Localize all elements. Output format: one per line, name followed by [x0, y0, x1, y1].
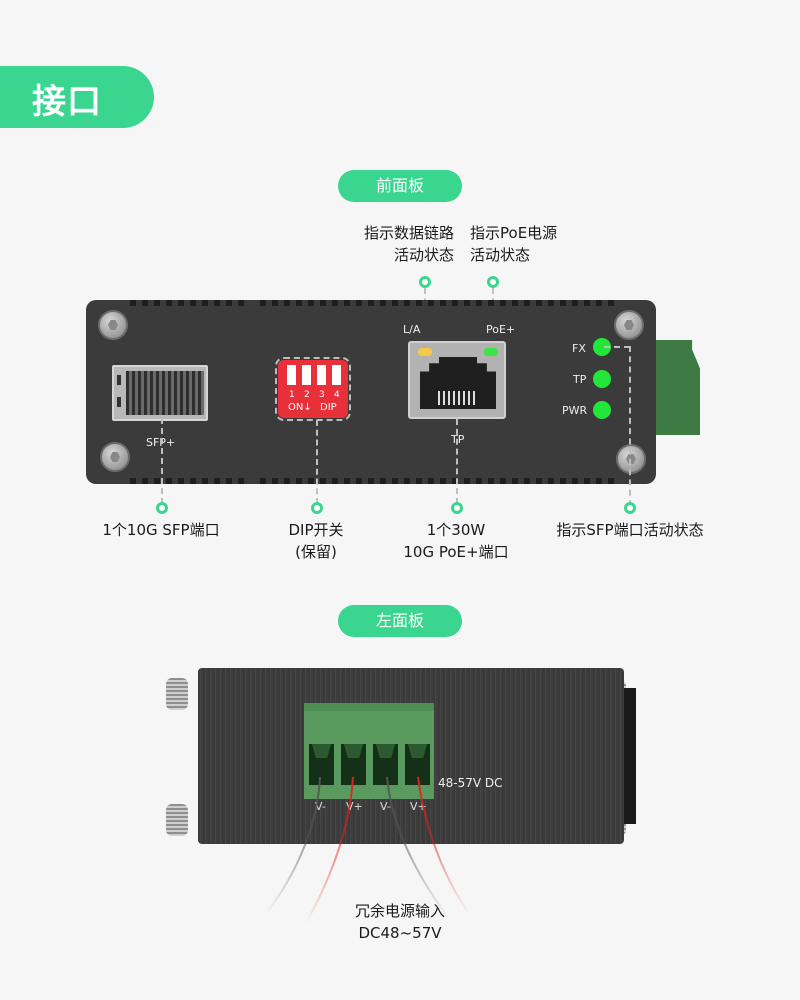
dip-number: 3 [319, 390, 325, 400]
dip-on-label: ON↓ [288, 402, 312, 413]
callout-dot [311, 502, 323, 514]
sfp-latch [117, 375, 121, 385]
dip-toggle-1[interactable] [287, 365, 296, 385]
screw-icon [614, 310, 644, 340]
leader-line [456, 419, 458, 504]
link-activity-led [418, 348, 432, 356]
leader-line [629, 346, 631, 506]
dip-text-label: DIP [320, 402, 337, 413]
heatsink-fins [130, 300, 250, 306]
dip-toggle-4[interactable] [332, 365, 341, 385]
dip-number: 1 [289, 390, 295, 400]
led-label-fx: FX [572, 342, 586, 355]
power-terminal-block[interactable] [304, 703, 434, 799]
callout-sfp-activity: 指示SFP端口活动状态 [556, 521, 704, 539]
dip-number: 2 [304, 390, 310, 400]
rj45-pins [438, 391, 478, 405]
callout-redundant-power: 冗余电源输入 DC48~57V [354, 902, 445, 942]
terminal-slot[interactable] [373, 744, 398, 785]
sfp-cage [126, 371, 204, 415]
knurled-screw [166, 804, 188, 836]
callout-sfp-port: 1个10G SFP端口 [102, 521, 220, 539]
callout-dip-switch: DIP开关 (保留) [288, 521, 344, 561]
led-label-pwr: PWR [562, 404, 588, 417]
callout-poe-activity: 指示PoE电源 活动状态 [470, 224, 558, 264]
callout-dot [487, 276, 499, 288]
terminal-label: V- [315, 800, 326, 813]
terminal-label: V+ [410, 800, 427, 813]
screw-icon [616, 444, 646, 474]
poe-label: PoE+ [486, 323, 516, 336]
dip-switch[interactable]: 1 2 3 4 ON↓ DIP [275, 357, 351, 421]
callout-dot [451, 502, 463, 514]
heatsink-fins [130, 478, 250, 484]
callout-link-activity: 指示数据链路 活动状态 [363, 224, 454, 264]
callout-dot [156, 502, 168, 514]
terminal-label: V- [380, 800, 391, 813]
heatsink-fins [260, 478, 620, 484]
tp-led [593, 370, 611, 388]
terminal-slot[interactable] [309, 744, 334, 785]
rj45-poe-port[interactable] [408, 341, 506, 419]
din-rail-clip [624, 688, 636, 824]
front-panel-label: 前面板 [338, 170, 462, 202]
fx-led [593, 338, 611, 356]
section-title-badge: 接口 [0, 66, 154, 128]
power-terminal-side-view [656, 340, 700, 435]
screw-icon [98, 310, 128, 340]
dip-toggle-2[interactable] [302, 365, 311, 385]
heatsink-fins [260, 300, 620, 306]
pwr-led [593, 401, 611, 419]
leader-line [316, 420, 318, 504]
sfp-port[interactable] [112, 365, 208, 421]
leader-line [604, 346, 630, 348]
terminal-label: V+ [346, 800, 363, 813]
la-label: L/A [403, 323, 421, 336]
callout-dot [624, 502, 636, 514]
terminal-slot[interactable] [341, 744, 366, 785]
terminal-slot[interactable] [405, 744, 430, 785]
section-title: 接口 [32, 82, 102, 122]
terminal-ridge [304, 703, 434, 711]
sfp-latch [117, 397, 121, 407]
voltage-label: 48-57V DC [438, 776, 503, 790]
led-label-tp: TP [573, 373, 587, 386]
poe-led [484, 348, 498, 356]
dip-number: 4 [334, 390, 340, 400]
left-panel-label: 左面板 [338, 605, 462, 637]
callout-dot [419, 276, 431, 288]
dip-toggle-3[interactable] [317, 365, 326, 385]
screw-icon [100, 442, 130, 472]
knurled-screw [166, 678, 188, 710]
callout-poe-port: 1个30W 10G PoE+端口 [403, 521, 509, 561]
sfp-label: SFP+ [146, 436, 176, 449]
leader-line [161, 418, 163, 504]
